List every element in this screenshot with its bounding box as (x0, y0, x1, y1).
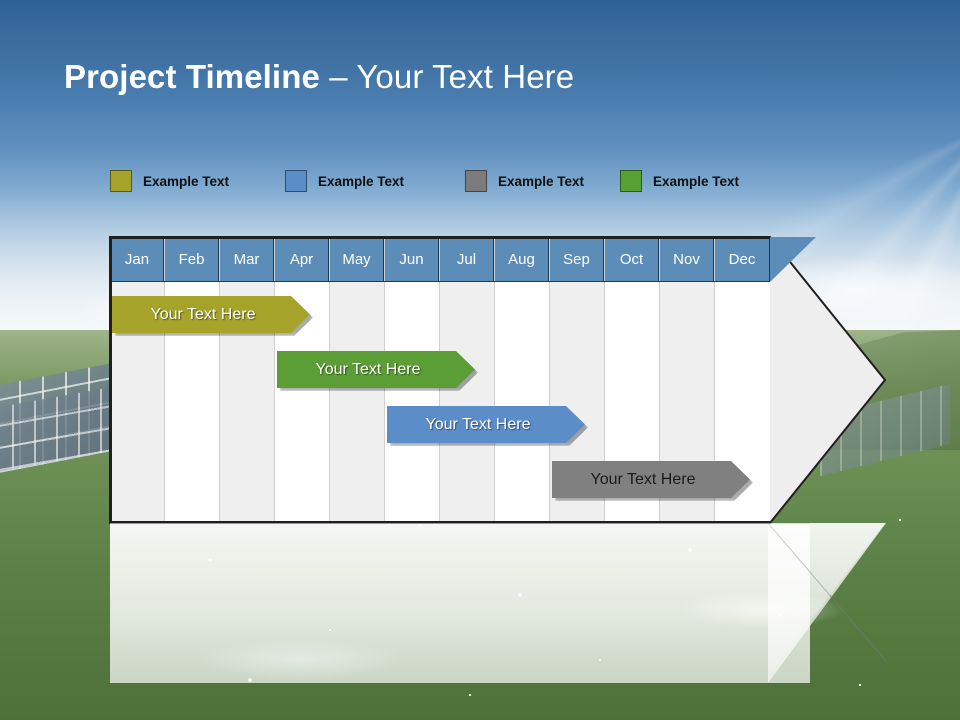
task-bar[interactable]: Your Text Here (552, 461, 750, 498)
legend-swatch-icon (620, 170, 642, 192)
task-bar[interactable]: Your Text Here (277, 351, 475, 388)
reflection-top-edge (110, 523, 810, 524)
legend-item-label: Example Text (653, 173, 740, 189)
month-column-jan: Jan (110, 237, 165, 523)
page-title-strong: Project Timeline (64, 58, 320, 95)
month-column-mar: Mar (220, 237, 275, 523)
month-header-mar[interactable]: Mar (220, 237, 274, 282)
task-bar[interactable]: Your Text Here (387, 406, 585, 443)
month-column-feb: Feb (165, 237, 220, 523)
legend-item: Example Text (110, 168, 229, 194)
page-title-separator: – (319, 58, 357, 95)
month-header-oct[interactable]: Oct (605, 237, 659, 282)
header-bottom-rule (110, 281, 770, 282)
legend-item-label: Example Text (318, 173, 405, 189)
legend-item-label: Example Text (143, 173, 230, 189)
month-header-jun[interactable]: Jun (385, 237, 439, 282)
month-column-jul: Jul (440, 237, 495, 523)
month-header-feb[interactable]: Feb (165, 237, 219, 282)
month-column-aug: Aug (495, 237, 550, 523)
task-bar-label: Your Text Here (590, 470, 696, 488)
legend-swatch-icon (285, 170, 307, 192)
page-title-light: Your Text Here (356, 58, 575, 95)
legend-item-label: Example Text (498, 173, 585, 189)
legend-item: Example Text (465, 168, 584, 194)
month-header-dec[interactable]: Dec (715, 237, 770, 282)
task-bar-label: Your Text Here (315, 360, 421, 378)
legend: Example Text Example Text Example Text Exam… (110, 168, 830, 196)
month-header-nov[interactable]: Nov (660, 237, 714, 282)
task-bar-label: Your Text Here (425, 415, 531, 433)
month-header-apr[interactable]: Apr (275, 237, 329, 282)
reflection-wash (110, 523, 810, 683)
legend-swatch-icon (110, 170, 132, 192)
month-header-may[interactable]: May (330, 237, 384, 282)
legend-item: Example Text (285, 168, 404, 194)
legend-item: Example Text (620, 168, 739, 194)
month-header-aug[interactable]: Aug (495, 237, 549, 282)
task-bar[interactable]: Your Text Here (112, 296, 310, 333)
task-bar-label: Your Text Here (150, 305, 256, 323)
month-header-jul[interactable]: Jul (440, 237, 494, 282)
month-header-jan[interactable]: Jan (110, 237, 164, 282)
legend-swatch-icon (465, 170, 487, 192)
reflection-diagonal-edge (768, 523, 887, 662)
month-header-sep[interactable]: Sep (550, 237, 604, 282)
page-title: Project Timeline – Your Text Here (64, 58, 574, 96)
